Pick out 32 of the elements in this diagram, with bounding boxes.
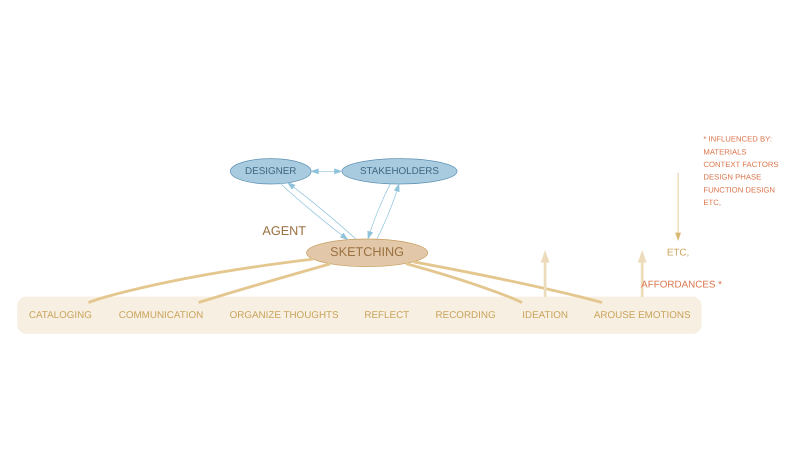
node-text: AROUSE EMOTIONS [594, 309, 691, 320]
arrow [638, 249, 647, 296]
arrow [376, 182, 400, 239]
connector [198, 262, 331, 304]
arrow [287, 182, 356, 239]
connector [413, 260, 603, 304]
node-text: IDEATION [522, 309, 568, 320]
edge-label: AFFORDANCES * [641, 278, 722, 290]
arrow [310, 168, 343, 174]
node-ellipse: STAKEHOLDERS [342, 158, 458, 184]
node-ellipse: DESIGNER [230, 158, 312, 184]
connector [88, 257, 314, 304]
node-text: REFLECT [364, 309, 410, 320]
label: CONTEXT FACTORS [703, 159, 779, 168]
node-text: ETC, [666, 246, 690, 258]
node-text: ORGANIZE THOUGHTS [230, 309, 339, 320]
arrow [367, 182, 391, 240]
cluster [17, 296, 702, 334]
arrow [540, 249, 550, 296]
label: ETC, [703, 197, 721, 206]
connector [406, 262, 523, 304]
arrow [280, 182, 348, 240]
node-label: AGENT [262, 223, 306, 238]
label: * INFLUENCED BY: [703, 134, 772, 144]
node-text: CATALOGING [28, 309, 92, 320]
label: MATERIALS [703, 146, 747, 156]
label: DESIGN PHASE [703, 172, 762, 182]
node-text: RECORDING [436, 309, 496, 320]
arrow [675, 172, 682, 241]
node-ellipse: SKETCHING [306, 238, 428, 266]
node-text: COMMUNICATION [118, 309, 204, 320]
label: FUNCTION DESIGN [703, 184, 776, 194]
